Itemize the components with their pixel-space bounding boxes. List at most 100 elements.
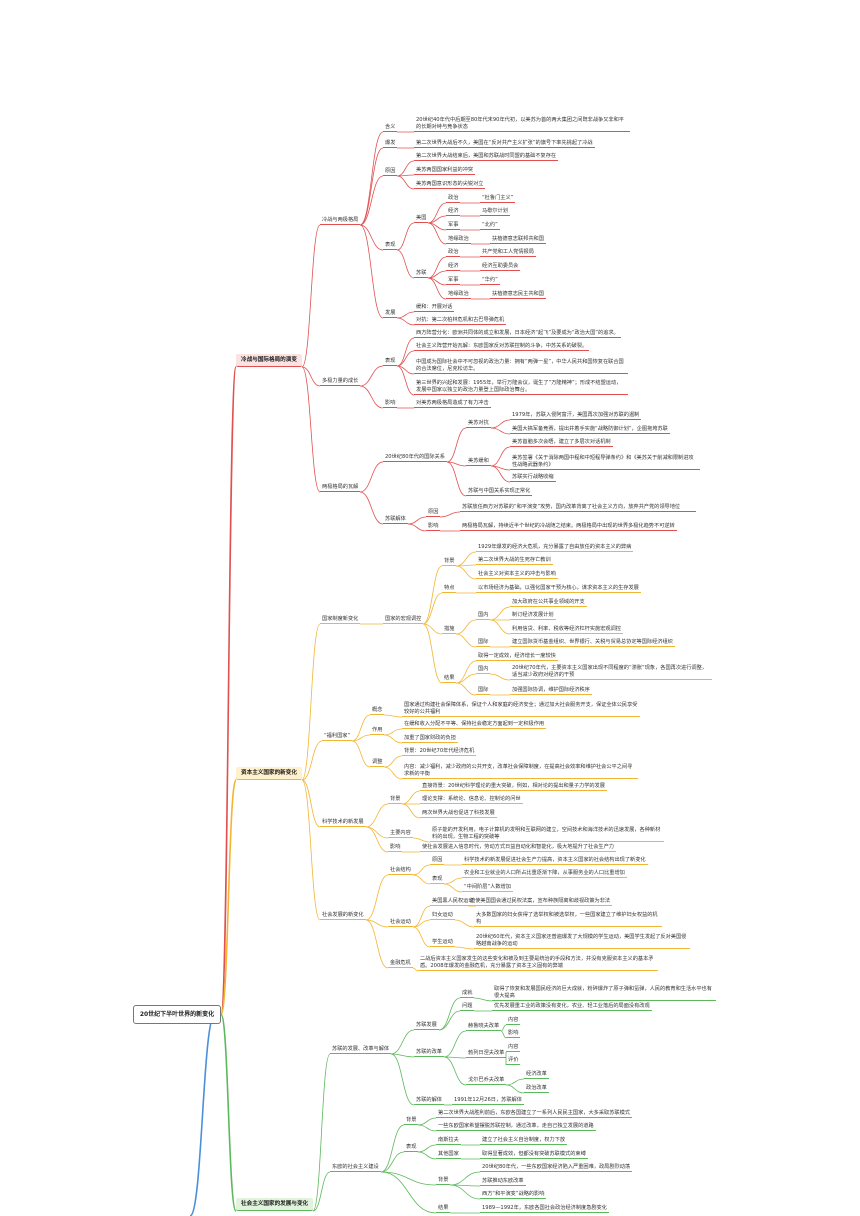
node-128[interactable]: 背景 xyxy=(404,1117,419,1125)
node-78[interactable]: 作用 xyxy=(370,727,385,735)
node-116[interactable]: 赫鲁晓夫改革 xyxy=(466,1023,502,1031)
node-9[interactable]: 表现 xyxy=(383,242,398,250)
node-27[interactable]: 扶植德意志民主共和国 xyxy=(490,291,546,299)
node-58[interactable]: 第二次世界大战的生死存亡教训 xyxy=(476,557,553,565)
node-13[interactable]: 经济 xyxy=(446,208,461,216)
node-14[interactable]: 马歇尔计划 xyxy=(480,208,510,216)
node-107[interactable]: 金融危机 xyxy=(388,960,413,968)
node-7[interactable]: 美苏两国国家利益的冲突 xyxy=(414,167,476,175)
node-102[interactable]: 迫使美国国会通过民权法案，宣布种族隔离和歧视政策为非法 xyxy=(468,898,613,906)
node-117[interactable]: 内容 xyxy=(506,1017,521,1025)
node-77[interactable]: 国家通过构建社会保障体系，保证个人和家庭的经济安全；通过加大社会服务开支，保证全… xyxy=(402,702,640,717)
node-123[interactable]: 经济改革 xyxy=(524,1071,549,1079)
node-52[interactable]: 影响 xyxy=(426,523,441,531)
node-25[interactable]: “华约” xyxy=(480,277,500,285)
node-135[interactable]: 取得显著成效，但都没有突破苏联模式的束缚 xyxy=(480,1151,588,1159)
node-111[interactable]: 成就 xyxy=(460,990,475,998)
node-63[interactable]: 国内 xyxy=(476,612,491,620)
node-74[interactable]: 加强国际协调，维护国际经济秩序 xyxy=(510,687,592,695)
node-115[interactable]: 苏联的改革 xyxy=(414,1049,444,1057)
node-64[interactable]: 加大政府在公共事业领域的开支 xyxy=(510,599,587,607)
node-39[interactable]: 两极格局的瓦解 xyxy=(320,484,361,492)
node-73[interactable]: 国际 xyxy=(476,687,491,695)
node-93[interactable]: 社会发展的新变化 xyxy=(320,912,366,920)
node-21[interactable]: 共产党和工人党情报局 xyxy=(480,249,536,257)
node-79[interactable]: 在缓和收入分配不平等、保持社会稳定方面起到一定积极作用 xyxy=(402,721,547,729)
node-98[interactable]: 农业和工业就业的人口所占比重逐渐下降，从事服务业的人口比重增加 xyxy=(462,870,627,878)
node-103[interactable]: 妇女运动 xyxy=(430,912,455,920)
node-108[interactable]: 二战后资本主义国家发生的这些变化和被及到主要是统治的手段和方法，并没有克服资本主… xyxy=(418,956,658,971)
node-76[interactable]: 概念 xyxy=(370,707,385,715)
node-60[interactable]: 特点 xyxy=(442,585,457,593)
node-28[interactable]: 发展 xyxy=(383,310,398,318)
node-72[interactable]: 20世纪70年代，主要资本主义国家出现不同程度的“滞胀”现象，各国再次进行调整，… xyxy=(510,665,712,680)
node-94[interactable]: 社会结构 xyxy=(388,867,413,875)
node-20[interactable]: 政治 xyxy=(446,249,461,257)
node-67[interactable]: 国际 xyxy=(476,639,491,647)
node-122[interactable]: 戈尔巴乔夫改革 xyxy=(466,1077,507,1085)
node-96[interactable]: 科学技术的新发展促进社会生产力提高，资本主义国家的社会结构出现了新变化 xyxy=(462,857,648,865)
node-124[interactable]: 政治改革 xyxy=(524,1085,549,1093)
node-134[interactable]: 其他国家 xyxy=(436,1151,461,1159)
node-59[interactable]: 社会主义对资本主义的冲击与影响 xyxy=(476,571,558,579)
node-15[interactable]: 军事 xyxy=(446,222,461,230)
node-34[interactable]: 社会主义阵营开始瓦解：东欧国家反对苏联控制的斗争，中苏关系的破裂。 xyxy=(414,343,590,351)
node-138[interactable]: 苏联推动东欧改革 xyxy=(480,1178,526,1186)
node-118[interactable]: 影响 xyxy=(506,1030,521,1038)
node-68[interactable]: 建立国际货币基金组织、世界银行、关税与贸易总协定等国际经济组织 xyxy=(510,639,675,647)
node-92[interactable]: 使社会发展进入信息时代，劳动方式日益自动化和智能化，极大地提升了社会生产力 xyxy=(420,844,616,852)
node-106[interactable]: 20世纪60年代，资本主义国家还普遍爆发了大规模的学生运动，美国学生发起了反对美… xyxy=(474,934,690,949)
node-19[interactable]: 苏联 xyxy=(414,270,429,278)
node-48[interactable]: 苏联与中国关系实现正常化 xyxy=(466,488,533,496)
node-87[interactable]: 理论支撑：系统论、信息论、控制论的问世 xyxy=(420,796,523,804)
node-125[interactable]: 苏联的解体 xyxy=(414,1097,444,1105)
node-12[interactable]: “杜鲁门主义” xyxy=(480,195,516,203)
node-56[interactable]: 背景 xyxy=(442,558,457,566)
node-133[interactable]: 建立了社会主义自治制度，权力下放 xyxy=(480,1137,568,1145)
node-23[interactable]: 经济互助委员会 xyxy=(480,263,521,271)
node-4[interactable]: 第二次世界大战后不久，美国在“反对共产主义扩张”的旗号下率先挑起了冷战 xyxy=(414,140,595,148)
node-141[interactable]: 1989—1992年，东欧各国社会政治经济制度急剧变化 xyxy=(480,1205,609,1213)
root-topic[interactable]: 20世纪下半叶世界的新变化 xyxy=(133,1005,221,1024)
node-11[interactable]: 政治 xyxy=(446,195,461,203)
node-30[interactable]: 对抗：第二次柏林危机和古巴导弹危机 xyxy=(414,317,507,325)
node-99[interactable]: “中间阶层”人数增加 xyxy=(462,884,513,892)
node-119[interactable]: 勃列日涅夫改革 xyxy=(466,1050,507,1058)
node-95[interactable]: 原因 xyxy=(430,857,445,865)
node-90[interactable]: 原子能的开发利用，电子计算机的发明和互联网的建立，空间技术和海洋技术的迅速发展，… xyxy=(430,827,664,842)
node-43[interactable]: 美国大搞军备竞赛，提出并着手实施“战略防御计划”，企图拖垮苏联 xyxy=(510,426,670,434)
node-1[interactable]: 含义 xyxy=(383,124,398,132)
node-65[interactable]: 制订经济发展计划 xyxy=(510,612,556,620)
node-84[interactable]: 科学技术的新发展 xyxy=(320,819,366,827)
node-137[interactable]: 20世纪80年代，一些东欧国家经济陷入严重困难，政局剧烈动荡 xyxy=(480,1164,633,1172)
node-97[interactable]: 表现 xyxy=(430,876,445,884)
node-114[interactable]: 优先发展重工业的政策没有变化，农业、轻工业落后的局面没有改观 xyxy=(492,1003,652,1011)
node-129[interactable]: 第二次世界大战胜利前后，东欧各国建立了一系列人民民主国家，大多采取苏联模式 xyxy=(436,1110,632,1118)
node-24[interactable]: 军事 xyxy=(446,277,461,285)
node-112[interactable]: 取得了恢复和发展国民经济的巨大成就，粉碎爆炸了原子弹和氢弹，人民的教育和生活水平… xyxy=(492,986,716,1001)
node-0[interactable]: 冷战与两极格局 xyxy=(320,217,361,225)
node-47[interactable]: 苏联实行战略收缩 xyxy=(510,474,556,482)
node-36[interactable]: 第三世界的兴起和发展：1955年，举行万隆会议，诞生了“万隆精神”；形成不结盟运… xyxy=(414,380,628,395)
node-33[interactable]: 西方阵营分化：欧洲共同体的成立和发展，日本经济“起飞”及要成为“政治大国”的追求… xyxy=(414,330,621,338)
node-69[interactable]: 结果 xyxy=(442,675,457,683)
node-50[interactable]: 原因 xyxy=(426,509,441,517)
node-55[interactable]: 国家的宏观调控 xyxy=(383,616,424,624)
node-131[interactable]: 表现 xyxy=(404,1144,419,1152)
node-66[interactable]: 利用信贷、利率、税收等经济杠杆实施宏观调控 xyxy=(510,626,623,634)
node-5[interactable]: 原因 xyxy=(383,168,398,176)
node-18[interactable]: 扶植德意志联邦共和国 xyxy=(490,236,546,244)
node-136[interactable]: 背景 xyxy=(436,1177,451,1185)
node-42[interactable]: 1979年，苏联入侵阿富汗，美国再次加强对苏联的遏制 xyxy=(510,412,642,420)
node-91[interactable]: 影响 xyxy=(388,844,403,852)
node-86[interactable]: 直接背景：20世纪科学理论的重大突破，例如，相对论的提出和量子力学的发展 xyxy=(420,783,607,791)
node-31[interactable]: 多极力量的成长 xyxy=(320,378,361,386)
node-110[interactable]: 苏联发展 xyxy=(414,1022,439,1030)
node-32[interactable]: 表现 xyxy=(383,358,398,366)
node-139[interactable]: 西方“和平演变”战略的影响 xyxy=(480,1191,547,1199)
node-53[interactable]: 两极格局瓦解，持续近半个世纪的冷战随之结束。两极格局中出现的世界多极化趋势不可逆… xyxy=(460,523,677,531)
main-topic-capitalism[interactable]: 资本主义国家的新变化 xyxy=(236,767,302,780)
node-61[interactable]: 以市场经济为基础，以强化国家干预为核心，谋求资本主义的生存发展 xyxy=(476,585,641,593)
node-10[interactable]: 美国 xyxy=(414,215,429,223)
node-45[interactable]: 美苏首脑多次会晤，建立了多层次对话机制 xyxy=(510,439,613,447)
